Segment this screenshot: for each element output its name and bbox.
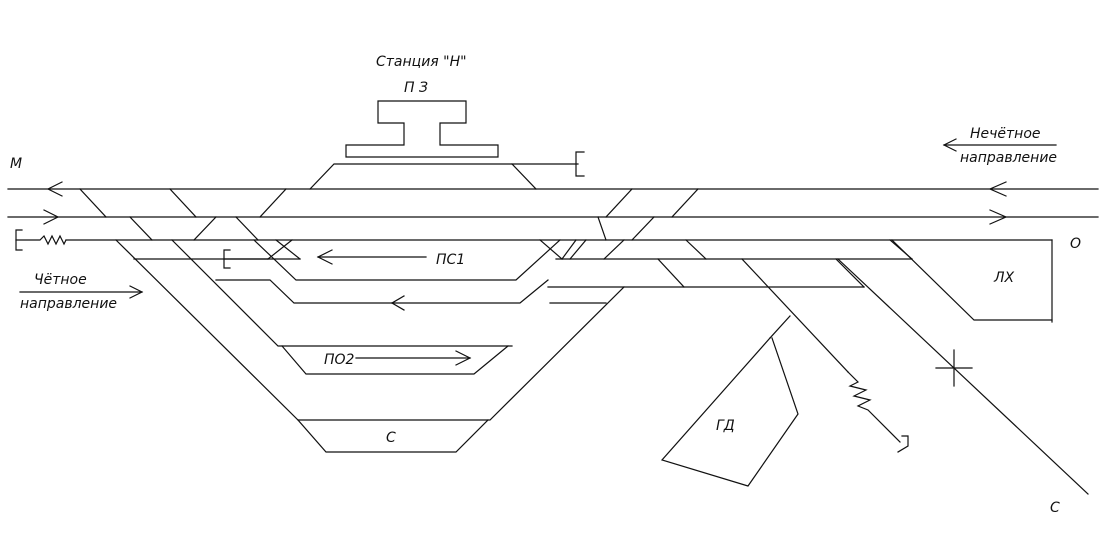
arrow-right-icon [989, 209, 1008, 225]
track-ps1-label: ПС1 [436, 252, 465, 268]
odd-direction-label-line2: направление [960, 150, 1057, 166]
gd-approach-track [769, 315, 791, 339]
buffer-stop-icon [897, 435, 909, 453]
track-po2 [281, 345, 509, 375]
crossover [235, 216, 259, 241]
buffer-stop-icon [575, 151, 585, 177]
right-end-label: О [1070, 236, 1081, 252]
track-po2-label: ПО2 [324, 352, 355, 368]
crossover [129, 216, 153, 241]
crossover [193, 216, 217, 241]
arrow-left-icon [988, 181, 1007, 197]
arrow-right-icon [455, 350, 472, 366]
arrow-right-icon [129, 285, 144, 299]
track-s-label: С [386, 430, 396, 446]
track-po2-left [171, 239, 513, 347]
crossover [631, 216, 655, 241]
branch-line-s [837, 258, 1089, 495]
arrow-left-icon [316, 249, 333, 265]
even-direction-label-line2: направление [20, 296, 117, 312]
track-s [297, 419, 489, 453]
station-title: Станция "Н" [376, 54, 467, 70]
passenger-building-label: П З [404, 80, 428, 96]
crossover [597, 216, 607, 241]
crossover [169, 188, 197, 218]
crossover [569, 239, 587, 260]
track-gd-label: ГД [716, 418, 735, 434]
crossover [603, 239, 625, 260]
track-s-upper [115, 239, 625, 421]
left-end-label: М [10, 156, 22, 172]
track-ps1 [253, 239, 561, 281]
arrow-left-icon [942, 138, 957, 152]
arrow-left-icon [391, 295, 405, 304]
crossover [605, 188, 633, 218]
upper-side-track [309, 163, 537, 190]
bottom-end-label: С [1050, 500, 1060, 516]
arrow-right-icon [43, 209, 60, 225]
track-lh-label: ЛХ [993, 270, 1015, 286]
track-6 [215, 279, 549, 304]
crossover [835, 258, 865, 288]
spring-buffer-icon [847, 371, 901, 443]
odd-direction-label-line1: Нечётное [970, 126, 1041, 142]
passenger-building-icon [345, 100, 499, 158]
crossover [657, 258, 685, 288]
crossover [259, 188, 287, 218]
branch-spring-track [741, 258, 849, 373]
even-direction-label-line1: Чётное [34, 272, 87, 288]
crossover [671, 188, 699, 218]
crossover [561, 239, 577, 260]
track-gd [660, 337, 799, 487]
crossover [275, 239, 301, 260]
arrow-left-icon [46, 181, 63, 197]
crossover [79, 188, 107, 218]
dead-end-track [223, 239, 293, 260]
arrow-left-icon-part [391, 302, 405, 311]
crossover [685, 239, 707, 260]
spring-buffer-icon [15, 234, 67, 246]
crossover [539, 239, 563, 260]
track-lh [891, 239, 1053, 321]
